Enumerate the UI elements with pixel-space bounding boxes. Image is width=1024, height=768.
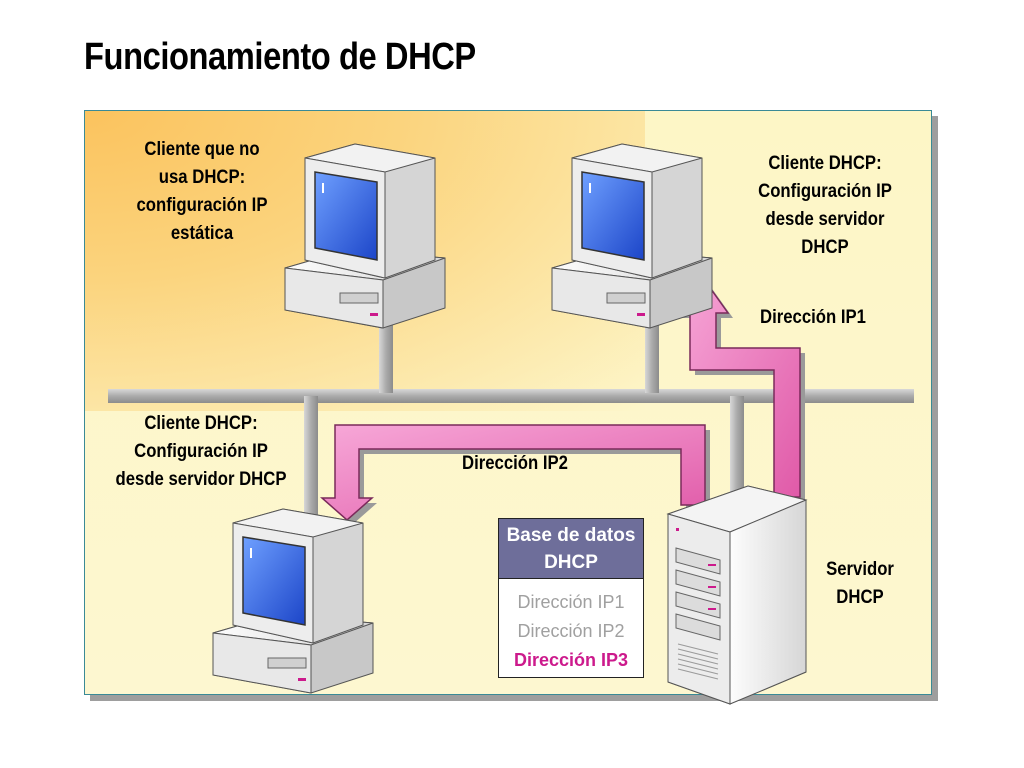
ip2-label: Dirección IP2 bbox=[462, 453, 568, 474]
ip2-arrow bbox=[320, 424, 710, 525]
network-backbone bbox=[108, 318, 914, 526]
computer-icon-dhcp-bottom bbox=[212, 508, 374, 694]
static-client-label: Cliente que no usa DHCP: configuración I… bbox=[136, 139, 268, 244]
dhcp-client-top-label: Cliente DHCP: Configuración IP desde ser… bbox=[758, 153, 892, 258]
database-header: Base de datos DHCP bbox=[499, 519, 643, 579]
server-icon bbox=[666, 485, 808, 705]
dhcp-database-table: Base de datos DHCP Dirección IP1 Direcci… bbox=[498, 518, 644, 678]
database-row: Dirección IP2 bbox=[517, 621, 625, 641]
computer-icon-dhcp-top bbox=[551, 143, 713, 329]
page-title: Funcionamiento de DHCP bbox=[84, 36, 476, 78]
dhcp-client-bottom-label: Cliente DHCP: Configuración IP desde ser… bbox=[115, 413, 287, 490]
server-label: Servidor DHCP bbox=[826, 559, 894, 608]
database-row: Dirección IP1 bbox=[517, 592, 625, 612]
ip1-label: Dirección IP1 bbox=[760, 307, 866, 328]
computer-icon-static bbox=[284, 143, 446, 329]
database-row-highlighted: Dirección IP3 bbox=[513, 650, 629, 670]
